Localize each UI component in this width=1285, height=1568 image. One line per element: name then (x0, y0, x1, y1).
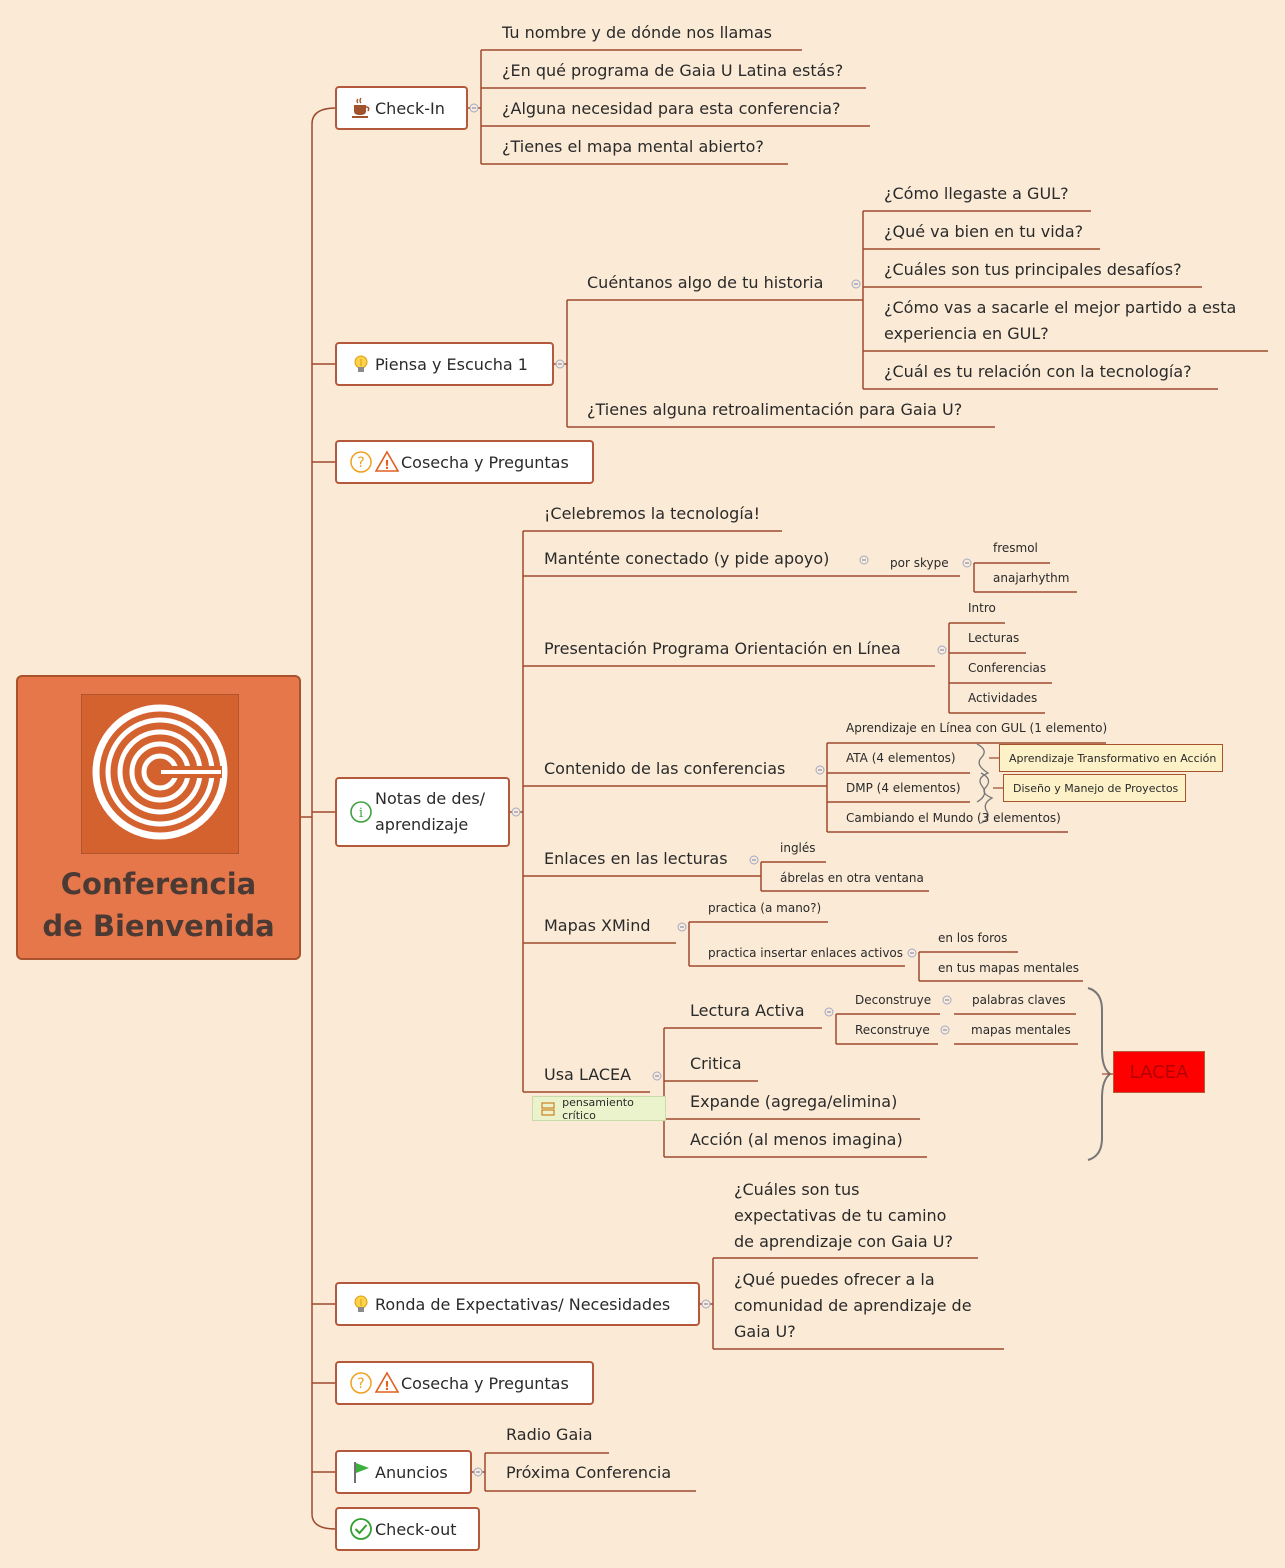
contenido-item: Cambiando el Mundo (3 elementos) (846, 811, 1061, 825)
central-title-line1: Conferencia (60, 867, 257, 901)
checkin-item: ¿En qué programa de Gaia U Latina estás? (502, 61, 844, 80)
svg-text:i: i (359, 806, 363, 821)
ronda-q2-line: ¿Qué puedes ofrecer a la (734, 1270, 935, 1289)
enlaces-node: Enlaces en las lecturas (544, 849, 728, 868)
cosecha-label: Cosecha y Preguntas (401, 452, 569, 472)
lightbulb-icon (349, 352, 373, 376)
svg-text:?: ? (357, 455, 364, 471)
anuncios-item: Próxima Conferencia (506, 1463, 672, 1482)
historia-item: experiencia en GUL? (884, 324, 1049, 343)
notas-label-line: aprendizaje (375, 815, 469, 834)
historia-item: ¿Cuáles son tus principales desafíos? (884, 260, 1182, 279)
historia-item: ¿Cómo vas a sacarle el mejor partido a e… (884, 298, 1237, 317)
skype-node: por skype (890, 556, 949, 570)
enlaces-item: inglés (780, 841, 816, 855)
checkin-item: ¿Alguna necesidad para esta conferencia? (502, 99, 841, 118)
info-icon: i (349, 800, 373, 824)
coffee-cup-icon (349, 96, 373, 120)
conectado-node: Manténte conectado (y pide apoyo) (544, 549, 830, 568)
flag-icon (349, 1460, 373, 1484)
check-circle-icon (349, 1517, 373, 1541)
topic-cosecha-preguntas-2[interactable]: ? ! Cosecha y Preguntas (335, 1361, 594, 1405)
topic-notas[interactable]: i Notas de des/ aprendizaje (335, 777, 510, 847)
central-title-line2: de Bienvenida (42, 909, 275, 943)
ronda-q2-line: Gaia U? (734, 1322, 796, 1341)
historia-item: ¿Cuál es tu relación con la tecnología? (884, 362, 1192, 381)
contenido-item: ATA (4 elementos) (846, 751, 956, 765)
topic-check-out[interactable]: Check-out (335, 1507, 480, 1551)
notas-label: Notas de des/ aprendizaje (375, 786, 485, 838)
mapas-item: practica (a mano?) (708, 901, 822, 915)
lacea-note-text: pensamiento crítico (562, 1095, 634, 1122)
celebremos-node: ¡Celebremos la tecnología! (544, 504, 760, 523)
ronda-q2-line: comunidad de aprendizaje de (734, 1296, 972, 1315)
critica-node: Critica (690, 1054, 742, 1073)
enlaces-activos-item: en los foros (938, 931, 1008, 945)
accion-node: Acción (al menos imagina) (690, 1130, 903, 1149)
presentacion-item: Conferencias (968, 661, 1047, 675)
presentacion-item: Intro (968, 601, 996, 615)
skype-item: fresmol (993, 541, 1038, 555)
ronda-question-1: ¿Cuáles son tus expectativas de tu camin… (734, 1177, 953, 1255)
notas-label-line: Notas de des/ (375, 789, 486, 808)
topic-cosecha-preguntas[interactable]: ? ! Cosecha y Preguntas (335, 440, 594, 484)
ronda-q1-line: ¿Cuáles son tus (734, 1180, 860, 1199)
ronda-question-2: ¿Qué puedes ofrecer a la comunidad de ap… (734, 1267, 972, 1345)
check-out-label: Check-out (375, 1519, 457, 1539)
question-icon: ? (349, 1371, 373, 1395)
ronda-q1-line: de aprendizaje con Gaia U? (734, 1232, 953, 1251)
piensa-label: Piensa y Escucha 1 (375, 354, 528, 374)
historia-item: ¿Qué va bien en tu vida? (884, 222, 1084, 241)
mapas-mentales-node: mapas mentales (971, 1023, 1071, 1037)
skype-item: anajarhythm (993, 571, 1070, 585)
warning-icon: ! (375, 1371, 399, 1395)
enlaces-activos-item: en tus mapas mentales (938, 961, 1079, 975)
presentacion-node: Presentación Programa Orientación en Lín… (544, 639, 901, 658)
presentacion-item: Actividades (968, 691, 1038, 705)
svg-text:!: ! (384, 1379, 389, 1393)
note-icon (541, 1101, 556, 1116)
cosecha-label: Cosecha y Preguntas (401, 1373, 569, 1393)
lacea-note[interactable]: pensamiento crítico (532, 1095, 666, 1122)
svg-text:?: ? (357, 1376, 364, 1392)
contenido-item: DMP (4 elementos) (846, 781, 961, 795)
contenido-item: Aprendizaje en Línea con GUL (1 elemento… (846, 721, 1108, 735)
expande-node: Expande (agrega/elimina) (690, 1092, 898, 1111)
lacea-summary-box[interactable]: LACEA (1113, 1051, 1205, 1093)
historia-node: Cuéntanos algo de tu historia (587, 273, 824, 292)
palabras-claves-node: palabras claves (972, 993, 1066, 1007)
svg-text:!: ! (384, 458, 389, 472)
mapas-item: practica insertar enlaces activos (708, 946, 904, 960)
topic-piensa-escucha[interactable]: Piensa y Escucha 1 (335, 342, 554, 386)
question-icon: ? (349, 450, 373, 474)
reconstruye-node: Reconstruye (855, 1023, 930, 1037)
topic-ronda[interactable]: Ronda de Expectativas/ Necesidades (335, 1282, 700, 1326)
enlaces-item: ábrelas en otra ventana (780, 871, 924, 885)
topic-check-in[interactable]: Check-In (335, 86, 468, 130)
anuncios-label: Anuncios (375, 1462, 448, 1482)
ata-summary-tag: Aprendizaje Transformativo en Acción (999, 744, 1223, 772)
ronda-q1-line: expectativas de tu camino (734, 1206, 947, 1225)
lightbulb-icon (349, 1292, 373, 1316)
feedback-node: ¿Tienes alguna retroalimentación para Ga… (587, 400, 963, 419)
historia-item: ¿Cómo llegaste a GUL? (884, 184, 1069, 203)
ronda-label: Ronda de Expectativas/ Necesidades (375, 1294, 671, 1314)
presentacion-item: Lecturas (968, 631, 1020, 645)
central-topic[interactable]: Conferencia de Bienvenida (16, 675, 301, 960)
lectura-node: Lectura Activa (690, 1001, 805, 1020)
check-in-label: Check-In (375, 98, 445, 118)
lacea-node: Usa LACEA (544, 1065, 632, 1084)
contenido-node: Contenido de las conferencias (544, 759, 786, 778)
warning-icon: ! (375, 450, 399, 474)
mapas-node: Mapas XMind (544, 916, 651, 935)
checkin-item: Tu nombre y de dónde nos llamas (502, 23, 772, 42)
deconstruye-node: Deconstruye (855, 993, 932, 1007)
anuncios-item: Radio Gaia (506, 1425, 593, 1444)
dmp-summary-tag: Diseño y Manejo de Proyectos (1003, 774, 1186, 802)
labyrinth-logo-icon (81, 694, 239, 854)
topic-anuncios[interactable]: Anuncios (335, 1450, 472, 1494)
checkin-item: ¿Tienes el mapa mental abierto? (502, 137, 764, 156)
